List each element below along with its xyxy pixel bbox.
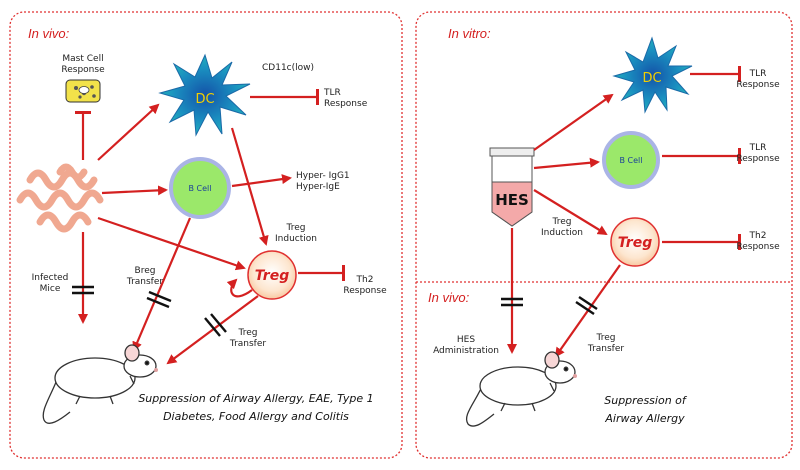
- bcell-right: [602, 131, 660, 189]
- hyper-label-2: Hyper-IgE: [296, 182, 340, 192]
- infected-mice-2: Mice: [40, 284, 61, 294]
- arrow-treg-mouse: [166, 295, 259, 365]
- breg-transfer-2: Transfer: [126, 277, 163, 287]
- arrow-dc-treg: [230, 127, 269, 246]
- hes-label: HES: [495, 191, 529, 209]
- mast-cell-label-2: Response: [61, 65, 105, 75]
- tlr-label-left-1: TLR: [323, 88, 341, 98]
- hyper-label-1: Hyper- IgG1: [296, 171, 350, 181]
- arrow-treg-self: [226, 278, 253, 298]
- block-bar-3b: [210, 313, 227, 333]
- treg-induction-left-1: Treg: [286, 223, 306, 233]
- treg-induction-right-1: Treg: [552, 217, 572, 227]
- tlr-label-left-2: Response: [324, 99, 368, 109]
- arrow-hes-treg: [533, 189, 608, 236]
- th2-label-left-1: Th2: [356, 275, 374, 285]
- suppression-right-1: Suppression of: [604, 394, 688, 407]
- dc-label-right: DC: [642, 71, 661, 86]
- treg-transfer-left-1: Treg: [238, 328, 258, 338]
- hes-tube-icon: [489, 147, 535, 227]
- treg-induction-left-2: Induction: [275, 234, 317, 244]
- treg-transfer-right-2: Transfer: [587, 344, 624, 354]
- dc-label-left: DC: [195, 92, 214, 107]
- th2-label-right-1: Th2: [749, 231, 767, 241]
- mast-cell-icon: [65, 79, 101, 103]
- block-bar-5a: [575, 301, 595, 315]
- block-bar-5b: [578, 296, 598, 310]
- treg-label-right: Treg: [618, 235, 652, 251]
- arrow-parasite-bcell: [101, 185, 168, 196]
- suppression-right-2: Airway Allergy: [604, 412, 685, 425]
- tlr-label-right2-2: Response: [736, 154, 780, 164]
- suppression-left-1: Suppression of Airway Allergy, EAE, Type…: [138, 392, 373, 405]
- dc-cell-left: [158, 53, 251, 137]
- right-header-top: In vitro:: [448, 26, 491, 41]
- right-header-bottom: In vivo:: [428, 290, 470, 305]
- dc-cell-right: [612, 36, 693, 114]
- cd11c-label: CD11c(low): [262, 63, 314, 73]
- tlr-label-right1-2: Response: [736, 80, 780, 90]
- arrow-bcell-mouse: [132, 217, 192, 352]
- treg-cell-right: [610, 217, 660, 267]
- treg-transfer-right-1: Treg: [596, 333, 616, 343]
- treg-label-left: Treg: [255, 268, 289, 284]
- block-bar-2b: [146, 296, 170, 309]
- hes-admin-1: HES: [457, 335, 475, 345]
- mast-cell-label-1: Mast Cell: [62, 54, 103, 64]
- treg-transfer-left-2: Transfer: [229, 339, 266, 349]
- tlr-label-right2-1: TLR: [749, 143, 767, 153]
- parasite-icon: [16, 163, 104, 233]
- bcell-left: [169, 157, 231, 219]
- bcell-label-left: B Cell: [189, 184, 212, 193]
- treg-cell-left: [247, 250, 297, 300]
- left-panel: [9, 11, 403, 459]
- treg-induction-right-2: Induction: [541, 228, 583, 238]
- mouse-icon-left: [42, 344, 158, 424]
- arrow-bcell-hyper: [231, 174, 292, 188]
- arrow-parasite-treg: [97, 216, 246, 271]
- left-header: In vivo:: [28, 26, 70, 41]
- block-bar-3a: [204, 317, 221, 337]
- arrow-hes-bcell: [533, 157, 600, 170]
- bcell-label-right: B Cell: [620, 156, 643, 165]
- suppression-left-2: Diabetes, Food Allergy and Colitis: [163, 410, 349, 423]
- block-bar-2a: [148, 290, 172, 303]
- arrow-hes-dc: [533, 93, 614, 151]
- mouse-icon-right: [465, 351, 577, 427]
- th2-label-left-2: Response: [343, 286, 387, 296]
- right-panel: [415, 11, 793, 459]
- breg-transfer-1: Breg: [135, 266, 156, 276]
- infected-mice-1: Infected: [32, 273, 69, 283]
- arrow-parasite-dc: [97, 103, 160, 161]
- hes-admin-2: Administration: [433, 346, 499, 356]
- th2-label-right-2: Response: [736, 242, 780, 252]
- tlr-label-right1-1: TLR: [749, 69, 767, 79]
